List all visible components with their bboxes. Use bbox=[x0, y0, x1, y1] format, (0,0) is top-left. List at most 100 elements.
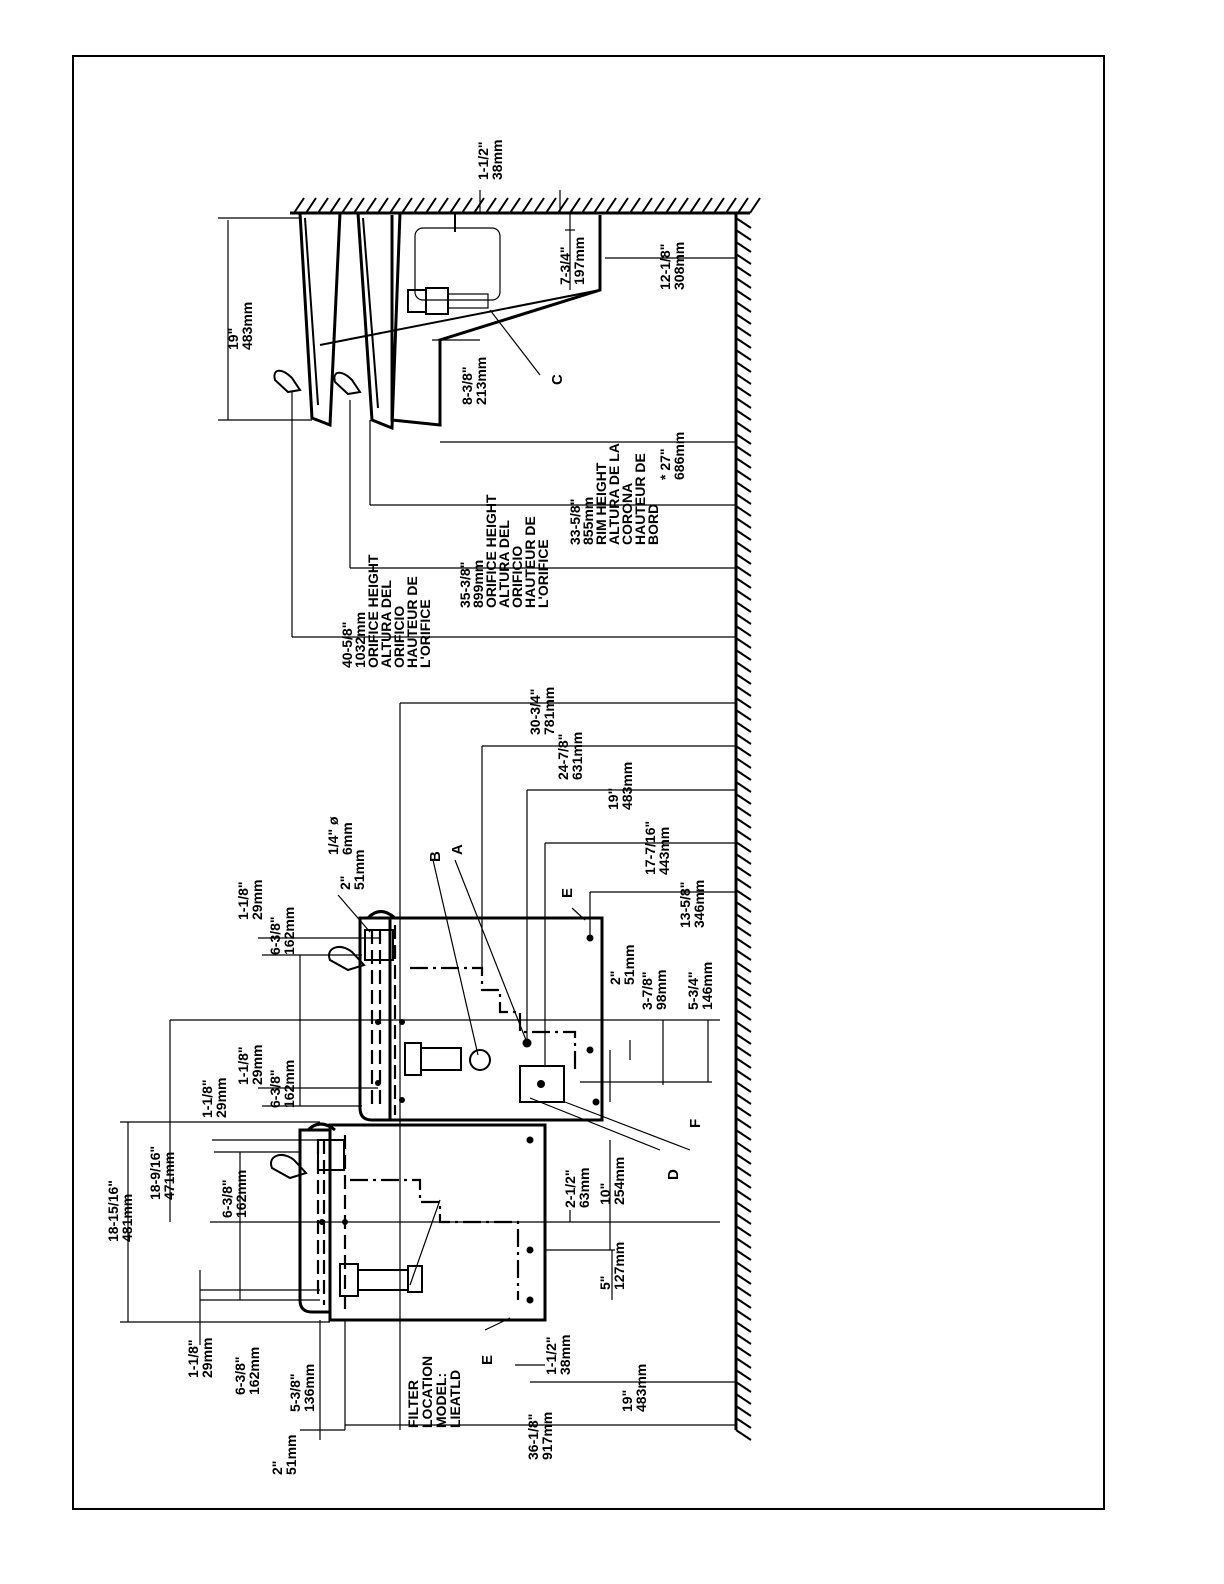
floor-hatch-mark bbox=[735, 829, 752, 841]
dim-17-7-16: 17-7/16"443mm bbox=[642, 821, 672, 875]
dim-8-3-8: 8-3/8"213mm bbox=[459, 357, 489, 405]
dim-30-3-4: 30-3/4"781mm bbox=[527, 687, 557, 735]
floor-hatch-mark bbox=[735, 925, 752, 937]
floor-hatch-mark bbox=[735, 1177, 752, 1189]
floor-hatch-mark bbox=[735, 973, 752, 985]
wall-hatch-mark bbox=[449, 197, 461, 214]
wall-hatch-mark bbox=[317, 197, 329, 214]
dim-6-3-8-b: 6-3/8"162mm bbox=[267, 1060, 297, 1108]
wall-hatch-mark bbox=[401, 197, 413, 214]
floor-hatch-mark bbox=[735, 361, 752, 373]
callout-e-lower: E bbox=[479, 1355, 496, 1365]
dim-1-4-dia: 1/4" ø6mm bbox=[325, 816, 355, 855]
dim-1-1-2-bot: 1-1/2"38mm bbox=[543, 1335, 573, 1375]
floor-hatch-mark bbox=[735, 1045, 752, 1057]
floor-hatch-mark bbox=[735, 385, 752, 397]
dim-1-1-8-d: 1-1/8"29mm bbox=[185, 1338, 215, 1378]
floor-hatch-mark bbox=[735, 1333, 752, 1345]
floor-hatch-mark bbox=[735, 517, 752, 529]
floor-hatch-mark bbox=[735, 1381, 752, 1393]
wall-hatch-mark bbox=[365, 197, 377, 214]
front-view-dimension-lines bbox=[120, 702, 736, 1440]
side-view-fountain bbox=[273, 212, 602, 431]
floor-hatch-mark bbox=[735, 313, 752, 325]
dim-13-5-8: 13-5/8"346mm bbox=[677, 880, 707, 928]
wall-hatch-mark bbox=[485, 197, 497, 214]
dim-3-7-8: 3-7/8"98mm bbox=[639, 970, 669, 1010]
floor-hatch-mark bbox=[735, 913, 752, 925]
wall-hatch-mark bbox=[377, 197, 389, 214]
wall-hatch-mark bbox=[437, 197, 449, 214]
dim-19-mid: 19"483mm bbox=[605, 762, 635, 810]
floor-hatch-mark bbox=[735, 697, 752, 709]
wall-line bbox=[290, 197, 761, 215]
floor-hatch-mark bbox=[735, 577, 752, 589]
floor-hatch-mark bbox=[735, 937, 752, 949]
floor-hatch-mark bbox=[735, 649, 752, 661]
dim-6-3-8-d: 6-3/8"162mm bbox=[232, 1347, 262, 1395]
floor-hatch-mark bbox=[735, 1093, 752, 1105]
floor-hatch-mark bbox=[735, 769, 752, 781]
floor-hatch-mark bbox=[735, 601, 752, 613]
floor-hatch-mark bbox=[735, 1345, 752, 1357]
floor-hatch-mark bbox=[735, 1117, 752, 1129]
floor-hatch-mark bbox=[735, 529, 752, 541]
floor-hatch-mark bbox=[735, 877, 752, 889]
callout-c: C bbox=[549, 374, 566, 385]
floor-hatch-mark bbox=[735, 253, 752, 265]
wall-hatch-mark bbox=[305, 197, 317, 214]
wall-hatch-mark bbox=[701, 197, 713, 214]
callout-a: A bbox=[449, 844, 466, 855]
wall-hatch-mark bbox=[653, 197, 665, 214]
wall-hatch-mark bbox=[665, 197, 677, 214]
floor-hatch-mark bbox=[735, 277, 752, 289]
floor-hatch-mark bbox=[735, 865, 752, 877]
floor-hatch-mark bbox=[735, 301, 752, 313]
floor-hatch-mark bbox=[735, 265, 752, 277]
floor-hatch-mark bbox=[735, 505, 752, 517]
floor-hatch-mark bbox=[735, 1009, 752, 1021]
dim-1-1-8-a: 1-1/8"29mm bbox=[235, 880, 265, 920]
dim-5-3-8: 5-3/8"136mm bbox=[287, 1364, 317, 1412]
floor-hatch-mark bbox=[735, 1261, 752, 1273]
floor-hatch-mark bbox=[735, 805, 752, 817]
wall-hatch-mark bbox=[593, 197, 605, 214]
floor-hatch-mark bbox=[735, 553, 752, 565]
dim-7-3-4: 7-3/4"197mm bbox=[557, 237, 587, 285]
dim-12-1-8: 12-1/8"308mm bbox=[657, 242, 687, 290]
dim-2-1-2: 2-1/2"63mm bbox=[562, 1168, 592, 1208]
wall-hatch-mark bbox=[509, 197, 521, 214]
dim-24-7-8: 24-7/8"631mm bbox=[555, 732, 585, 780]
floor-hatch-mark bbox=[735, 445, 752, 457]
floor-hatch-mark bbox=[735, 793, 752, 805]
dim-6-3-8-c: 6-3/8"162mm bbox=[219, 1170, 249, 1218]
floor-hatch-mark bbox=[735, 613, 752, 625]
floor-hatch-mark bbox=[735, 1393, 752, 1405]
dim-19-bot: 19"483mm bbox=[619, 1364, 649, 1412]
floor-hatch-mark bbox=[735, 481, 752, 493]
drawing-border bbox=[72, 55, 1105, 1510]
floor-line bbox=[734, 213, 752, 1441]
floor-hatch-mark bbox=[735, 241, 752, 253]
callout-e-upper: E bbox=[559, 888, 576, 898]
dim-10: 10"254mm bbox=[597, 1157, 627, 1205]
floor-hatch-mark bbox=[735, 745, 752, 757]
floor-hatch-mark bbox=[735, 997, 752, 1009]
dim-19-top: 19"483mm bbox=[225, 302, 255, 350]
callout-b: B bbox=[427, 851, 444, 862]
floor-hatch-mark bbox=[735, 1129, 752, 1141]
floor-hatch-mark bbox=[735, 781, 752, 793]
floor-hatch-mark bbox=[735, 229, 752, 241]
floor-hatch-mark bbox=[735, 733, 752, 745]
floor-hatch-mark bbox=[735, 1417, 752, 1429]
floor-hatch-mark bbox=[735, 1081, 752, 1093]
wall-hatch-mark bbox=[641, 197, 653, 214]
wall-hatch-mark bbox=[677, 197, 689, 214]
dim-33-5-8-rim: 33-5/8" 855mm RIM HEIGHT ALTURA DE LA CO… bbox=[567, 440, 661, 545]
floor-hatch-mark bbox=[735, 421, 752, 433]
wall-hatch-mark bbox=[617, 197, 629, 214]
dim-2-51-mid: 2"51mm bbox=[607, 945, 637, 985]
wall-hatch-mark bbox=[737, 197, 749, 214]
dim-6-3-8-a: 6-3/8"162mm bbox=[267, 907, 297, 955]
